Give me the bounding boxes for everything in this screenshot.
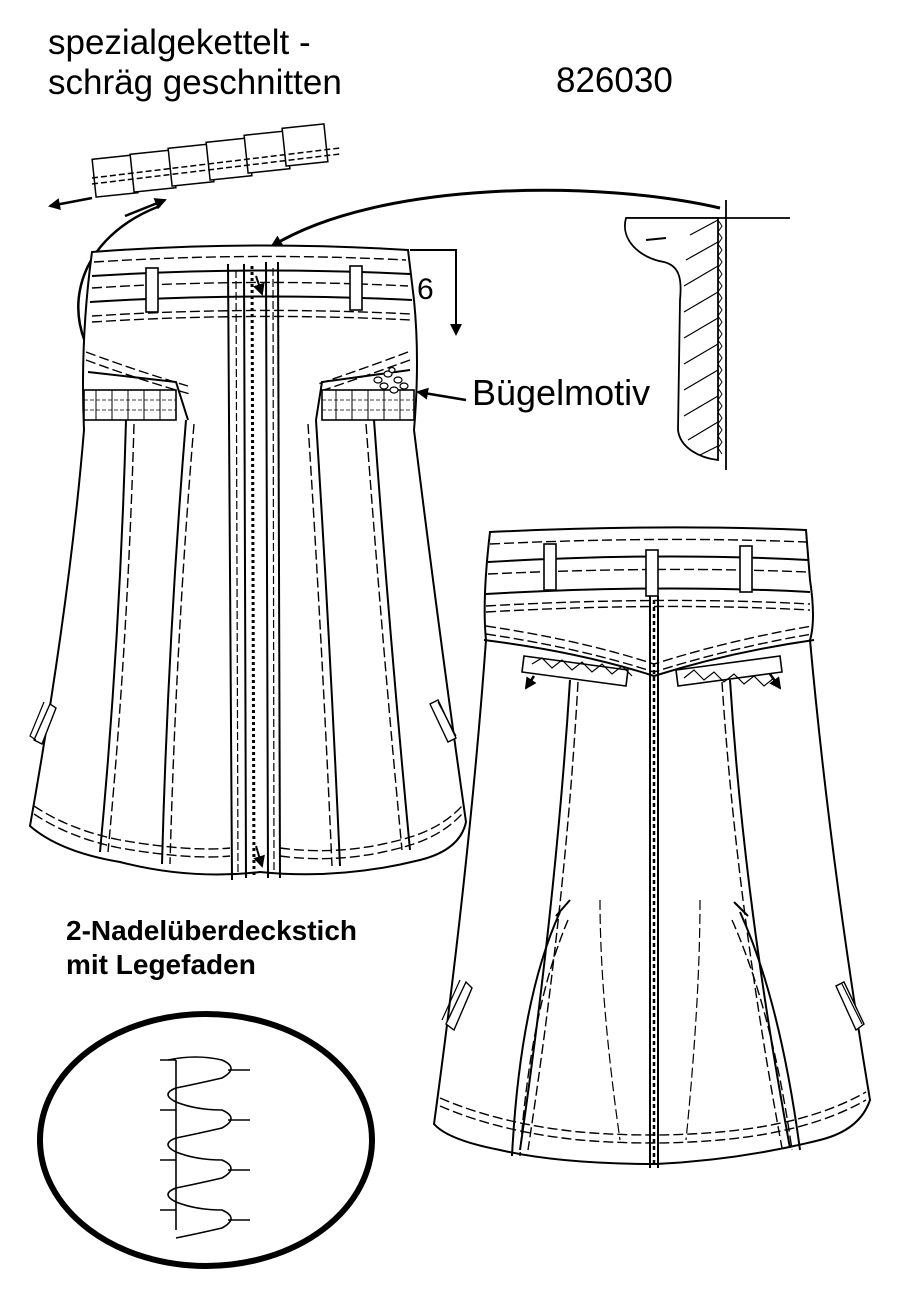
- bias-strip-detail: [91, 123, 341, 198]
- model-number: 826030: [556, 61, 673, 100]
- dimension-marker: [410, 249, 462, 336]
- coverstitch-zigzag-icon: [37, 1011, 375, 1269]
- front-skirt: [28, 244, 468, 881]
- back-skirt: [432, 526, 872, 1168]
- strip-arrow: [48, 196, 93, 211]
- strip-arrow-2: [124, 198, 167, 218]
- stitch-label-line-1: 2-Nadelüberdeckstich: [66, 915, 357, 946]
- section-arrow: [270, 188, 721, 248]
- title-line-2: schräg geschnitten: [48, 63, 342, 102]
- title-line-1: spezialgekettelt -: [48, 23, 311, 62]
- waistband-cross-section: [624, 200, 790, 470]
- dimension-label: 6: [417, 273, 434, 306]
- motif-arrow: [416, 387, 467, 402]
- stitch-label-line-2: mit Legefaden: [66, 949, 256, 980]
- buegelmotiv-label: Bügelmotiv: [472, 372, 651, 413]
